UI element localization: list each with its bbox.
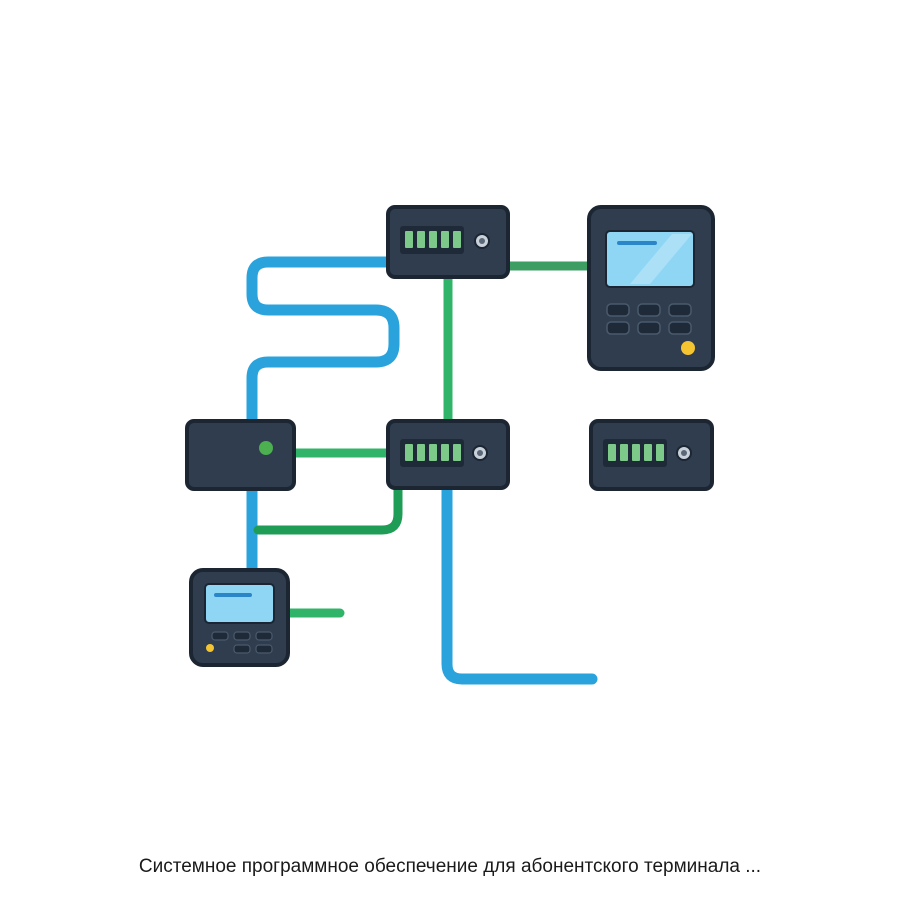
gateway-status-led-icon [259, 441, 273, 455]
terminal-large-keypad [606, 303, 692, 335]
green-cable-loop [253, 481, 403, 535]
terminal-small-indicator-icon [206, 644, 214, 652]
cables [246, 256, 598, 685]
payment-terminal-large [587, 205, 715, 371]
switch-middle [386, 419, 510, 490]
blue-cable-left [246, 256, 400, 584]
switch-top-ports [405, 231, 461, 248]
switch-middle-ports [405, 444, 461, 461]
terminal-small-keypad [211, 631, 273, 654]
switch-right-ports [608, 444, 664, 461]
terminal-small-screen [204, 583, 275, 624]
blue-cable-bottom [441, 482, 598, 685]
switch-top [386, 205, 510, 279]
image-caption: Системное программное обеспечение для аб… [138, 856, 762, 877]
gateway-box [185, 419, 296, 491]
switch-right [589, 419, 714, 491]
terminal-large-indicator-icon [681, 341, 695, 355]
payment-terminal-small [189, 568, 290, 667]
